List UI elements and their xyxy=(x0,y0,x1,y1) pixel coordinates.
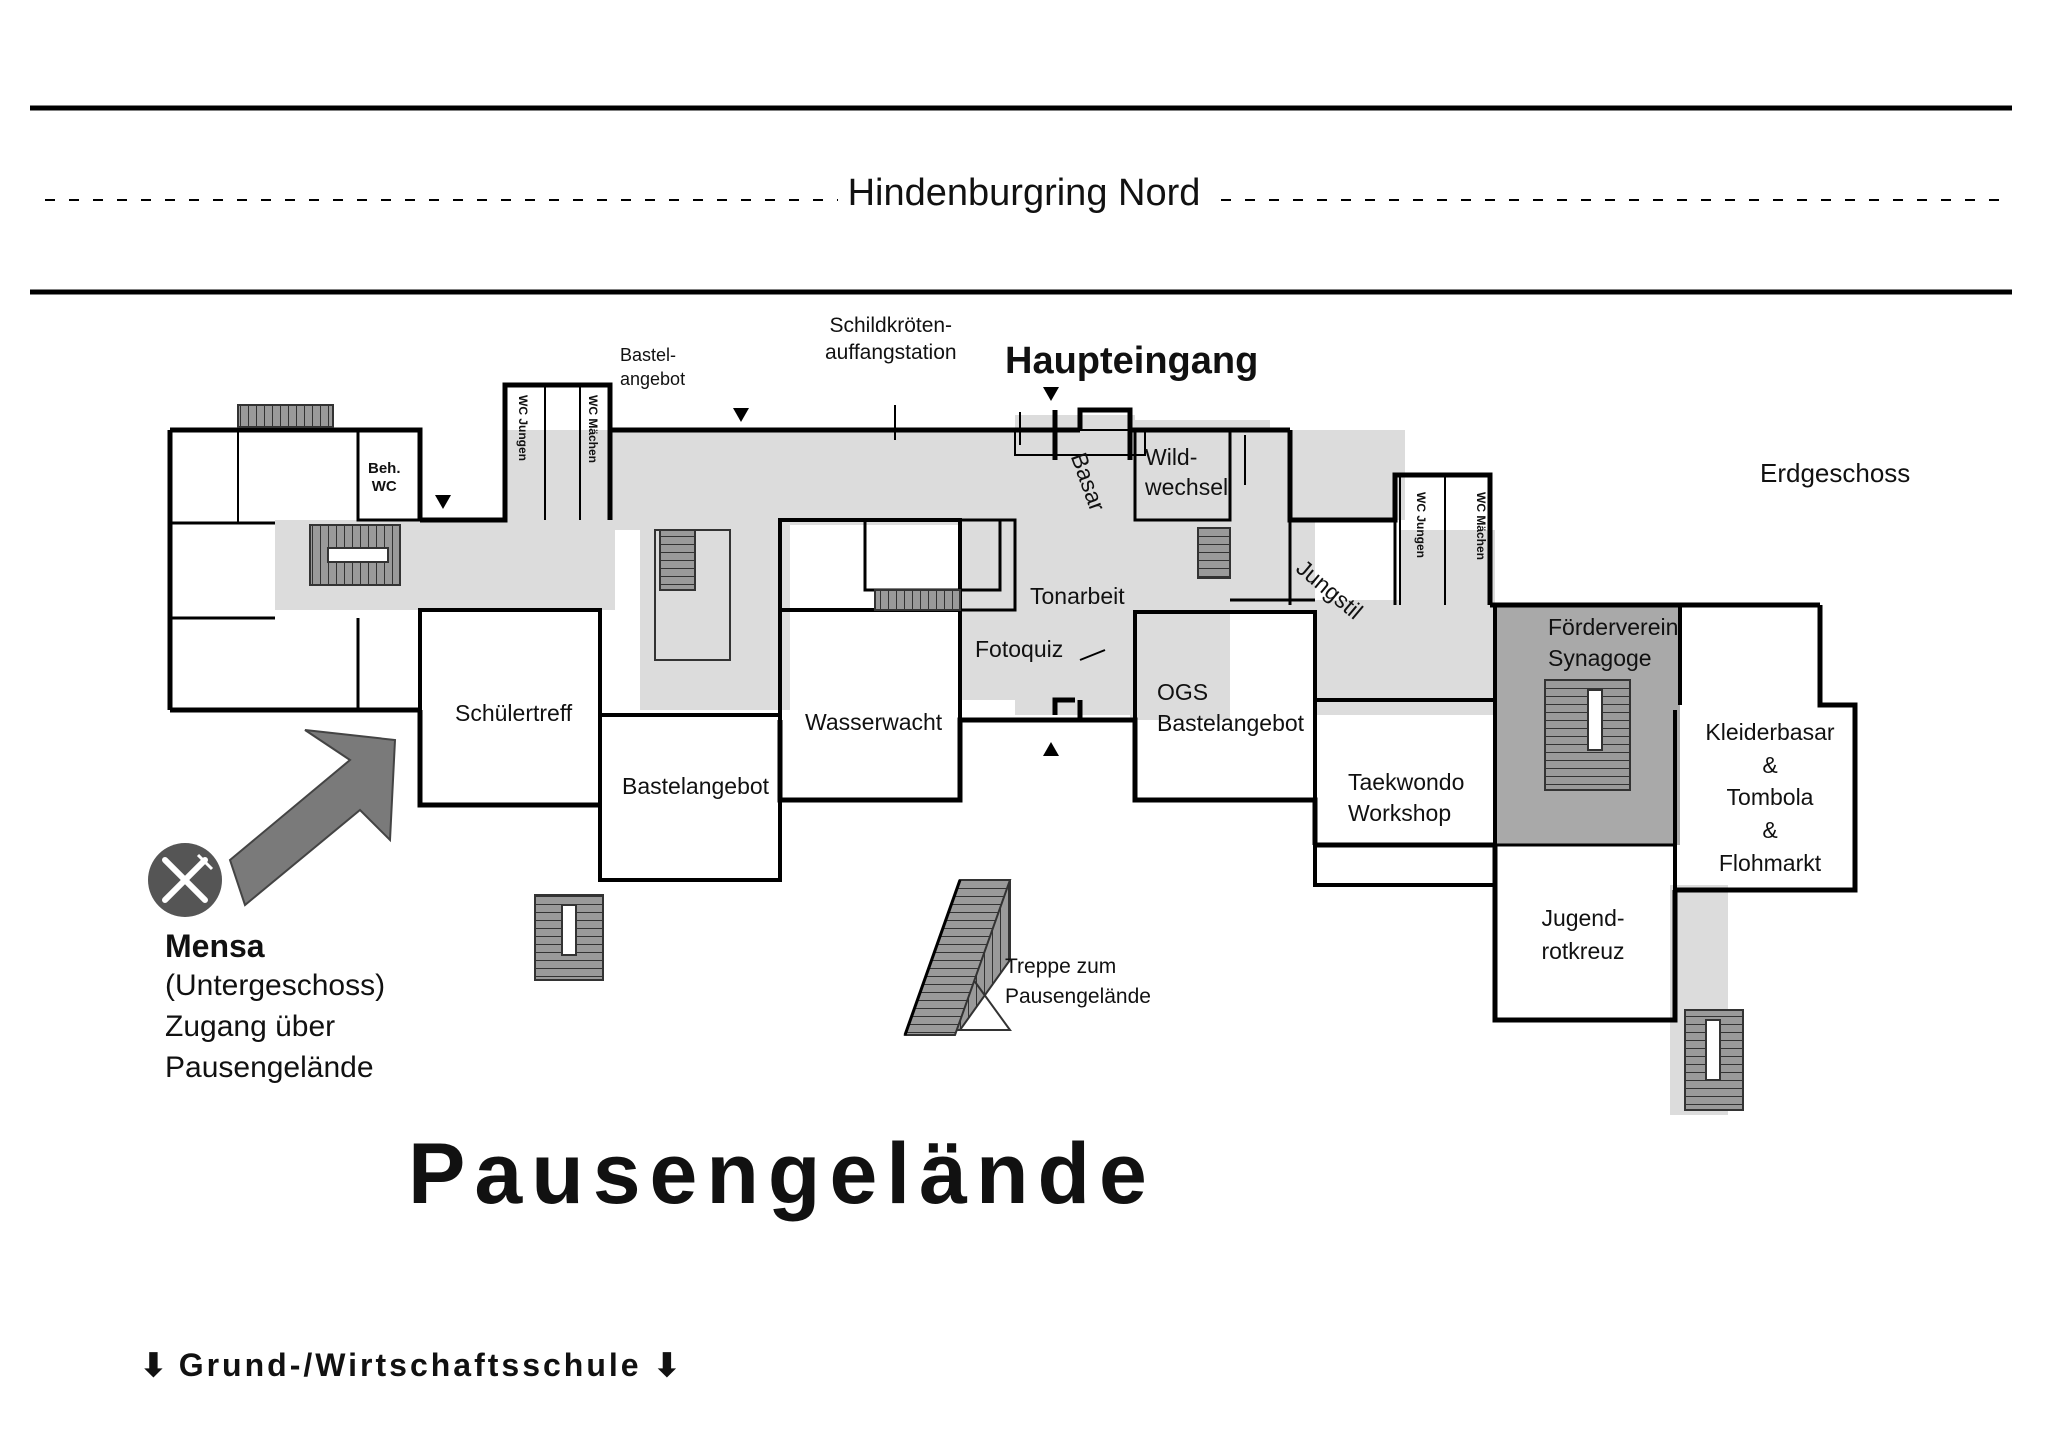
stairway-rail xyxy=(903,879,962,1036)
mensa-direction-arrow xyxy=(228,729,397,907)
main-entrance-label: Haupteingang xyxy=(1005,340,1259,382)
room-wc-maedchen-right: WC Mächen xyxy=(1474,492,1488,561)
arrow-down-icon: ⬇ xyxy=(653,1347,681,1383)
cutlery-icon xyxy=(148,843,222,917)
room-kleiderbasar: Kleiderbasar & Tombola & Flohmarkt xyxy=(1705,719,1835,876)
entrance-markers xyxy=(435,387,1059,756)
mensa-subtitle: (Untergeschoss) Zugang über Pausengeländ… xyxy=(165,969,386,1084)
room-schildkroeten: Schildkröten- auffangstation xyxy=(825,314,957,365)
room-wc-jungen-right: WC Jungen xyxy=(1414,492,1428,558)
room-bastelangebot: Bastelangebot xyxy=(622,773,770,799)
room-outlines xyxy=(237,385,1682,1020)
corridor-dividers xyxy=(894,405,1246,661)
footer-label: Grund-/Wirtschaftsschule xyxy=(178,1347,642,1383)
room-jugendrotkreuz: Jugend- rotkreuz xyxy=(1541,905,1625,964)
room-wc-maedchen-left: WC Mächen xyxy=(586,395,600,464)
room-beh-wc: Beh. WC xyxy=(368,460,401,495)
room-ogs: OGS Bastelangebot xyxy=(1157,679,1305,737)
footer-direction: ⬇ Grund-/Wirtschaftsschule ⬇ xyxy=(140,1346,680,1384)
arrow-down-icon: ⬇ xyxy=(140,1347,167,1383)
room-bastel-top: Bastel- angebot xyxy=(620,345,686,390)
floor-label: Erdgeschoss xyxy=(1760,458,1911,488)
room-schuelertreff: Schülertreff xyxy=(455,700,573,726)
room-foerderverein: Förderverein Synagoge xyxy=(1548,614,1679,672)
schoolyard-label: Pausengelände xyxy=(408,1126,1156,1222)
room-treppe: Treppe zum Pausengelände xyxy=(1005,955,1151,1009)
room-wc-jungen-left: WC Jungen xyxy=(516,395,530,461)
corridor xyxy=(275,415,1728,1115)
room-tonarbeit: Tonarbeit xyxy=(1030,583,1125,609)
room-wasserwacht: Wasserwacht xyxy=(805,709,943,735)
room-fotoquiz: Fotoquiz xyxy=(975,636,1064,662)
room-taekwondo: Taekwondo Workshop xyxy=(1348,769,1465,827)
mensa-title: Mensa xyxy=(165,928,265,964)
stairs xyxy=(237,404,1744,1111)
street-label: Hindenburgring Nord xyxy=(0,172,2048,215)
room-wildwechsel: Wild- wechsel xyxy=(1145,444,1229,500)
